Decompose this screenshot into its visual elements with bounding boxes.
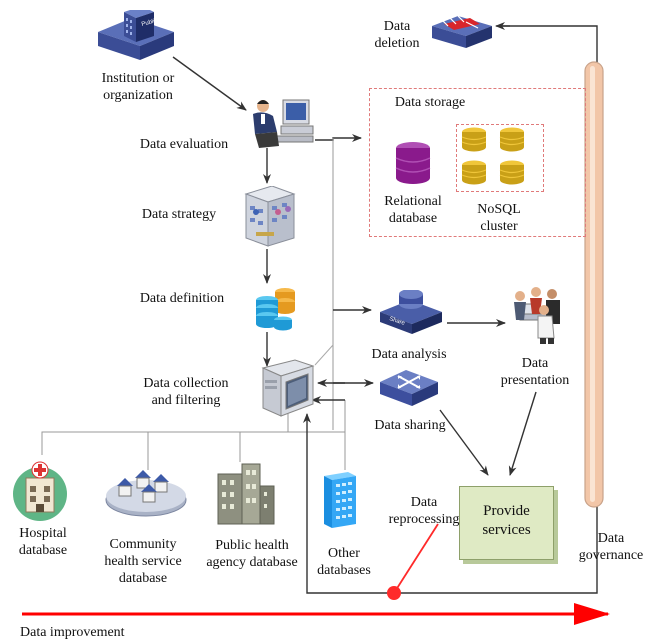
database-building-icon xyxy=(324,472,356,528)
data-storage-region xyxy=(369,88,586,237)
svg-text:Public: Public xyxy=(141,18,158,28)
nosql-db-icon xyxy=(461,126,525,186)
provide-services-box: Provide services xyxy=(459,486,554,560)
data-storage-label: Data storage xyxy=(394,95,466,110)
data-analysis-label: Data analysis xyxy=(371,347,447,362)
building-icon: Public xyxy=(98,10,174,60)
svg-text:Share: Share xyxy=(388,316,406,327)
office-building-icon xyxy=(244,186,296,247)
data-definition-label: Data definition xyxy=(139,291,225,306)
relational-db-icon xyxy=(395,142,431,184)
community-houses-icon xyxy=(105,470,187,517)
share-disk-icon: Share xyxy=(380,290,442,334)
computer-terminal-icon xyxy=(261,359,315,417)
nosql-cluster-region xyxy=(456,124,544,192)
public-building-icon xyxy=(217,463,275,525)
hospital-icon xyxy=(13,461,67,521)
data-strategy-label: Data strategy xyxy=(141,207,217,222)
router-icon xyxy=(380,370,438,406)
services-label-1: Provide xyxy=(483,503,530,519)
person-at-computer-icon xyxy=(253,99,314,148)
services-label-2: services xyxy=(482,522,531,538)
firewall-icon xyxy=(432,15,492,48)
data-sharing-label: Data sharing xyxy=(374,418,446,433)
meeting-people-icon xyxy=(514,287,560,344)
database-stack-icon xyxy=(256,288,295,331)
data-evaluation-label: Data evaluation xyxy=(139,137,229,152)
data-improvement-label: Data improvement xyxy=(20,625,125,640)
